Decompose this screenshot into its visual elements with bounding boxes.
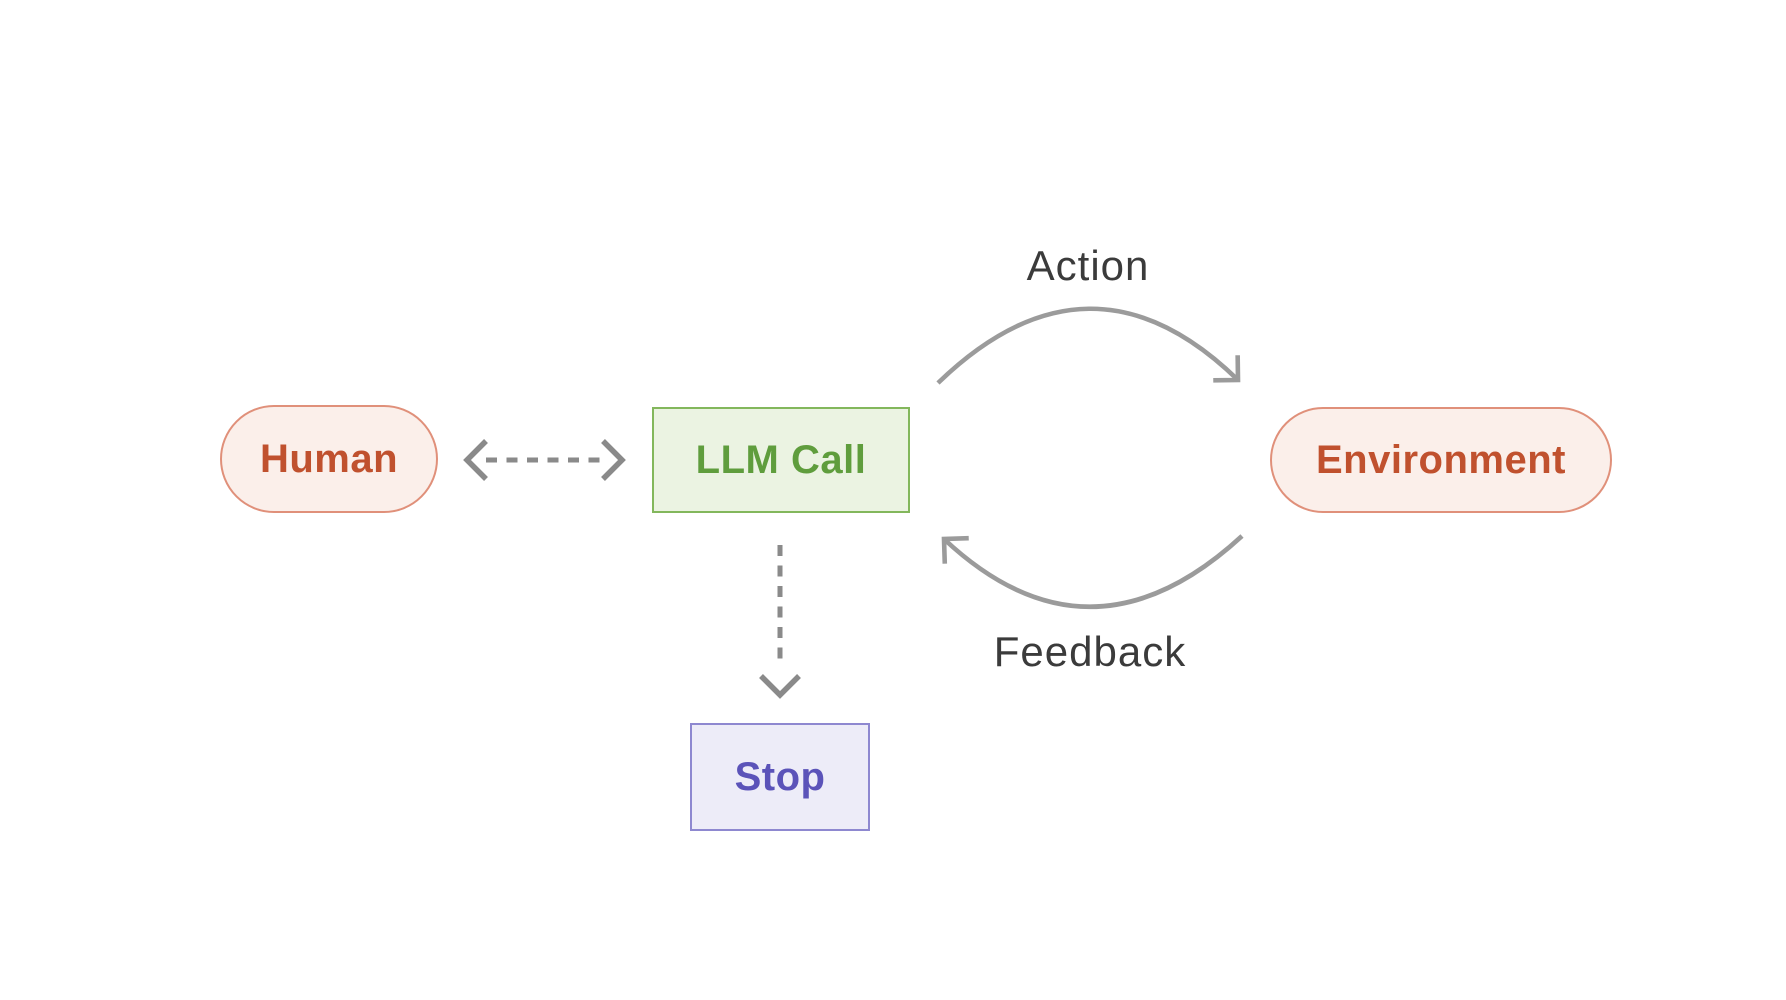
node-human-label: Human: [259, 436, 399, 481]
action-edge-label: Action: [1026, 242, 1150, 289]
right-arrowhead-icon: [601, 439, 626, 481]
down-arrowhead-icon: [759, 674, 801, 699]
node-llm-call: LLM Call: [652, 407, 910, 513]
left-arrowhead-icon: [463, 439, 488, 481]
node-human: Human: [220, 405, 438, 513]
node-stop: Stop: [690, 723, 870, 831]
human-llm-dashed-arrow: [463, 439, 626, 481]
node-environment: Environment: [1270, 407, 1612, 513]
feedback-arrow: [941, 534, 1244, 610]
action-arrow: [936, 306, 1241, 385]
node-environment-label: Environment: [1316, 437, 1566, 482]
feedback-edge-label: Feedback: [993, 628, 1187, 675]
node-stop-label: Stop: [734, 754, 826, 799]
llm-stop-dashed-arrow: [759, 545, 801, 699]
node-llm-call-label: LLM Call: [695, 437, 867, 482]
